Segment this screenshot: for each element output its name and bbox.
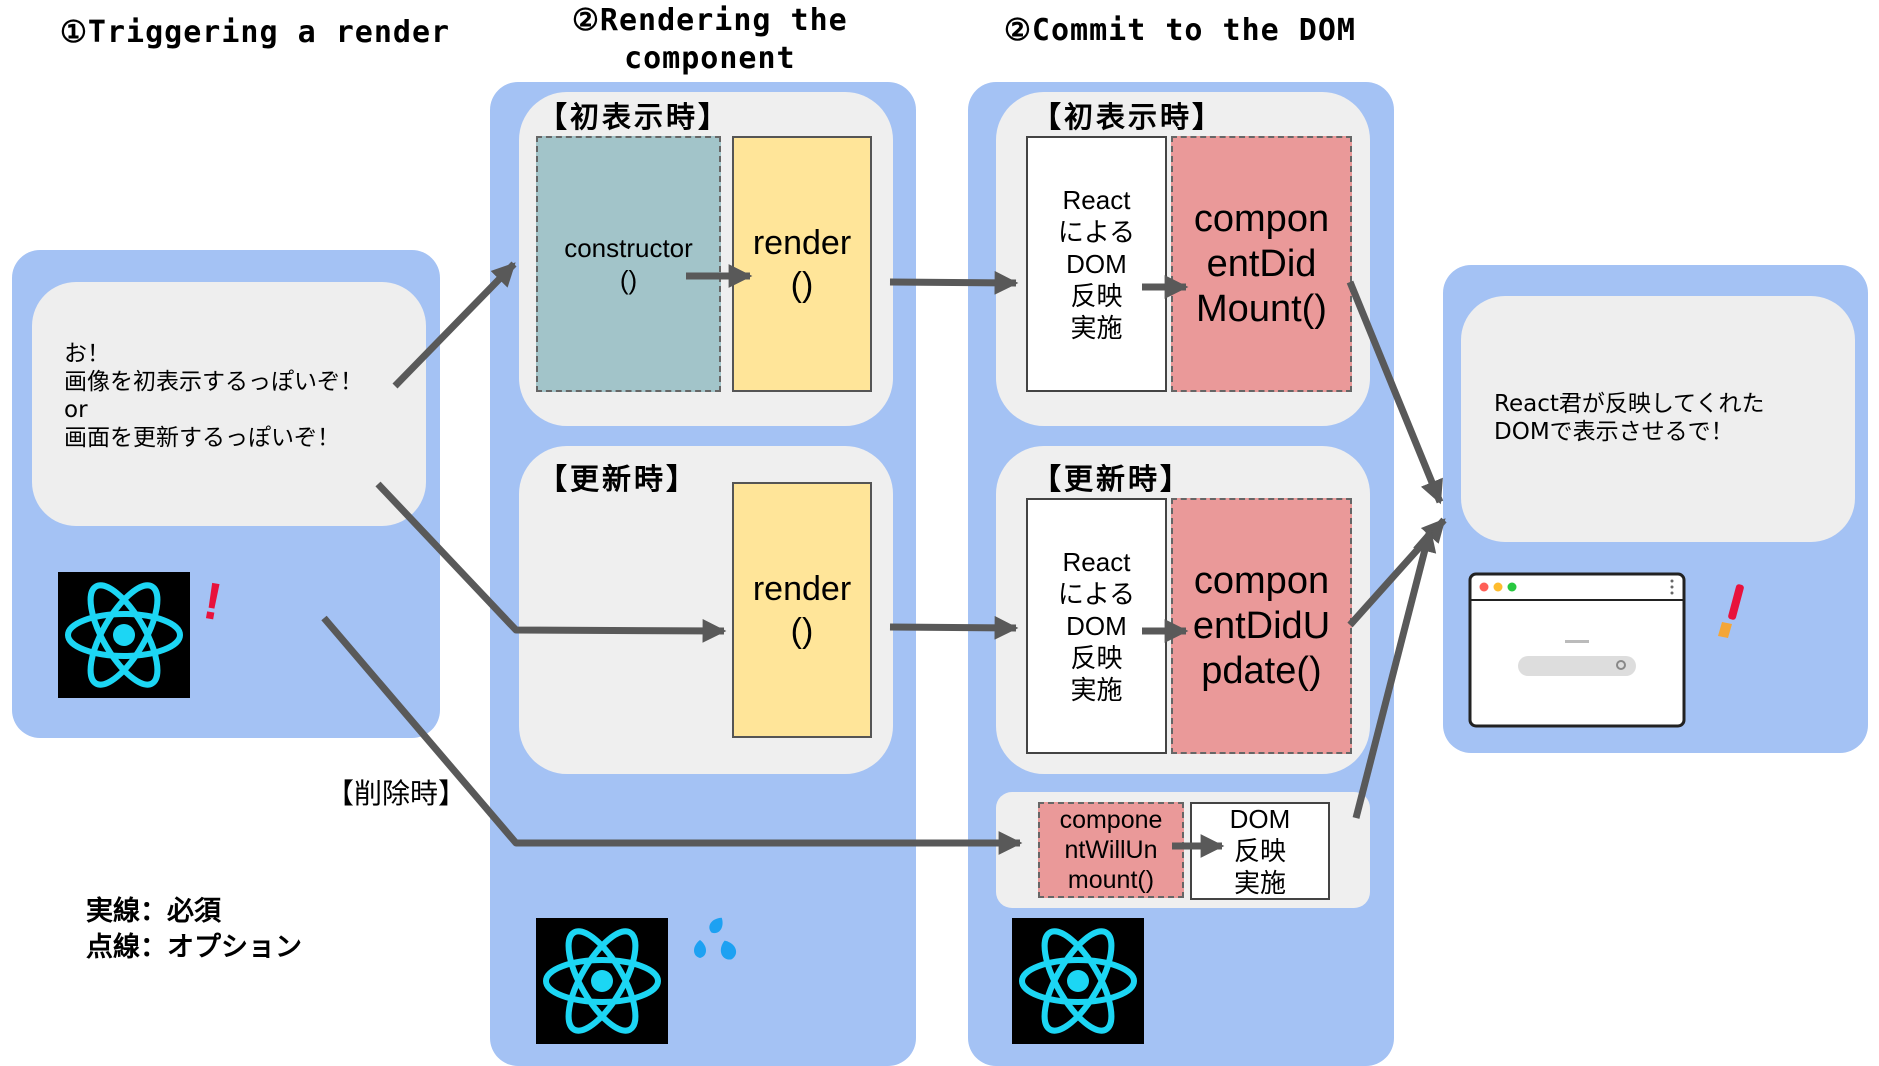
react-dom-line: React [1062, 185, 1131, 215]
react-dom-line: による [1057, 579, 1136, 609]
did-update-line: compon [1193, 559, 1330, 602]
react-dom-line: 反映 [1070, 281, 1123, 311]
react-dom-line: 反映 [1070, 643, 1123, 673]
heading-commit: ②Commit to the DOM [1004, 13, 1356, 48]
commit-initial-label: 【初表示時】 [1032, 100, 1225, 134]
render-react-logo-icon [536, 918, 668, 1044]
legend-dashed: 点線：オプション [86, 932, 302, 963]
trigger-bubble-line: 画像を初表示するっぽいぞ！ [64, 369, 363, 395]
component-did-update-box: compon entDidU pdate() [1171, 498, 1352, 754]
react-dom-line: 実施 [1070, 675, 1123, 705]
legend-solid: 実線：必須 [86, 896, 221, 927]
render-box-initial: render () [732, 136, 872, 392]
result-bubble-line: React君が反映してくれた [1494, 391, 1765, 417]
commit-react-logo-icon [1012, 918, 1144, 1044]
trigger-bubble-line: お！ [64, 341, 110, 367]
delete-label: 【削除時】 [326, 777, 467, 810]
render-initial-line2: () [790, 266, 814, 304]
did-update-line: pdate() [1201, 649, 1322, 692]
render-initial-line1: render [752, 224, 852, 262]
dom-apply-line: DOM [1229, 804, 1291, 834]
trigger-bubble-line: or [64, 397, 88, 423]
will-unmount-line: ntWillUn [1064, 836, 1158, 864]
react-dom-line: による [1057, 217, 1136, 247]
sweat-drops-icon [690, 912, 746, 972]
did-mount-line: Mount() [1196, 287, 1327, 330]
will-unmount-line: compone [1059, 806, 1163, 834]
heading-rendering: ②Rendering the component [572, 2, 848, 78]
react-dom-line: DOM [1066, 249, 1127, 279]
render-update-line1: render [752, 570, 852, 608]
react-dom-apply-box-initial: React による DOM 反映 実施 [1026, 136, 1167, 392]
result-bubble-line: DOMで表示させるで！ [1494, 419, 1734, 445]
dom-apply-line: 反映 [1233, 836, 1286, 866]
paintbrush-icon [1710, 582, 1750, 642]
react-dom-line: DOM [1066, 611, 1127, 641]
react-dom-line: React [1062, 547, 1131, 577]
constructor-line1: constructor [564, 233, 693, 263]
will-unmount-line: mount() [1067, 866, 1155, 894]
browser-window-icon [1468, 572, 1686, 728]
trigger-bubble-text: お！ 画像を初表示するっぽいぞ！ or 画面を更新するっぽいぞ！ [64, 340, 363, 452]
dom-apply-line: 実施 [1233, 868, 1286, 898]
render-update-line2: () [790, 612, 814, 650]
react-dom-line: 実施 [1070, 313, 1123, 343]
react-dom-apply-box-update: React による DOM 反映 実施 [1026, 498, 1167, 754]
did-mount-line: entDid [1206, 242, 1317, 285]
constructor-line2: () [619, 265, 638, 295]
result-bubble-text: React君が反映してくれた DOMで表示させるで！ [1494, 390, 1764, 446]
dom-apply-box-delete: DOM 反映 実施 [1190, 802, 1330, 900]
constructor-box: constructor () [536, 136, 721, 392]
render-box-update: render () [732, 482, 872, 738]
render-initial-label: 【初表示時】 [538, 100, 731, 134]
did-update-line: entDidU [1192, 604, 1331, 647]
component-will-unmount-box: compone ntWillUn mount() [1038, 802, 1184, 898]
heading-rendering-line2: component [624, 41, 796, 76]
trigger-speech-bubble [32, 282, 426, 526]
render-update-label: 【更新時】 [538, 462, 699, 496]
component-did-mount-box: compon entDid Mount() [1171, 136, 1352, 392]
trigger-react-logo-icon [58, 572, 190, 698]
did-mount-line: compon [1193, 197, 1330, 240]
commit-update-label: 【更新時】 [1032, 462, 1193, 496]
legend: 実線：必須 点線：オプション [86, 894, 302, 966]
trigger-bubble-line: 画面を更新するっぽいぞ！ [64, 425, 340, 451]
heading-triggering: ①Triggering a render [60, 15, 451, 50]
heading-rendering-line1: ②Rendering the [572, 3, 848, 38]
result-speech-bubble [1461, 296, 1855, 542]
